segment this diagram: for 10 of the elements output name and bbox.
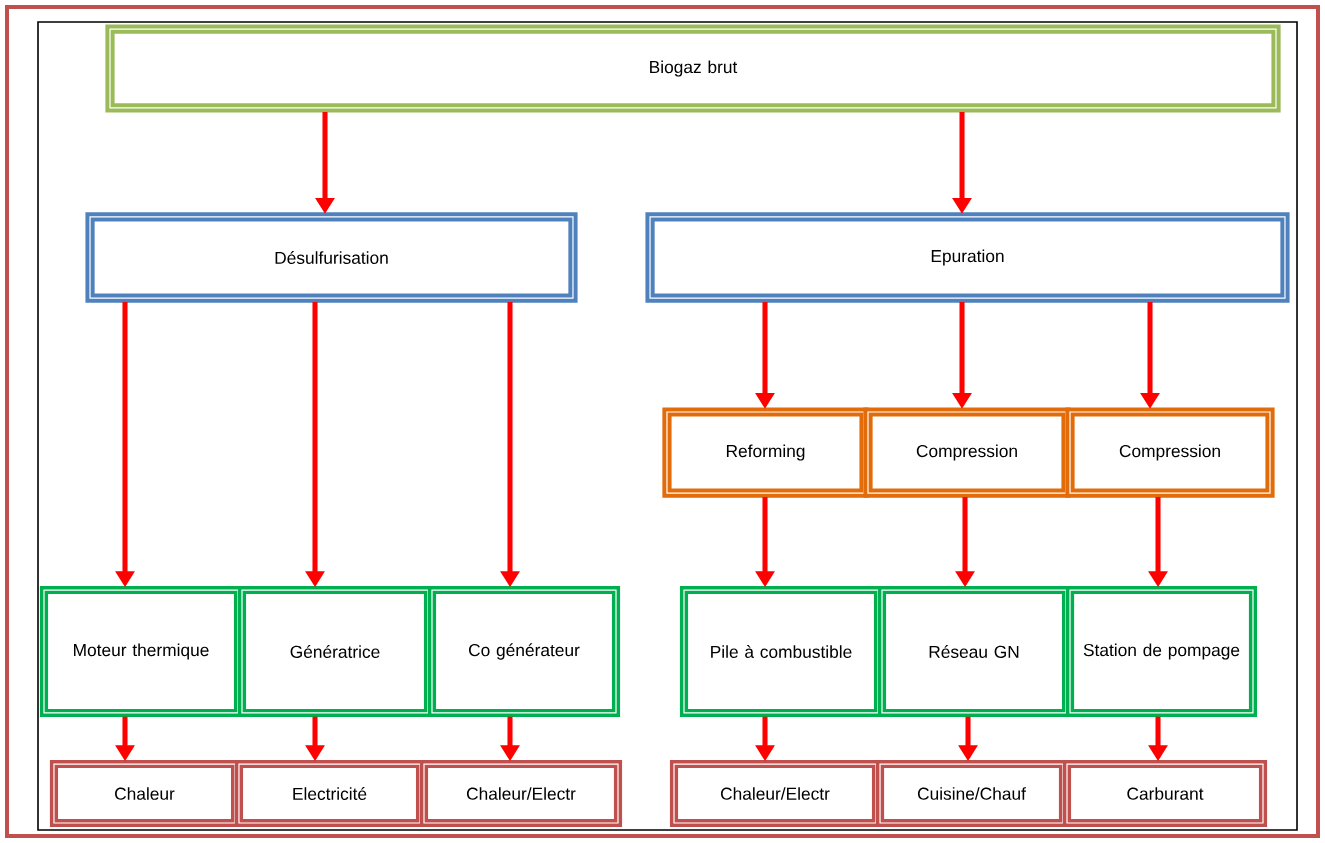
process-box: Biogaz brut — [105, 24, 1281, 113]
process-box: Carburant — [1062, 759, 1268, 828]
process-box: Epuration — [645, 212, 1290, 303]
process-box: Compression — [1065, 407, 1275, 498]
process-box: Désulfurisation — [85, 212, 578, 303]
process-box: Station de pompage — [1065, 585, 1258, 718]
process-box: Reforming — [662, 407, 869, 498]
process-box: Co générateur — [427, 585, 621, 718]
process-box: Chaleur/Electr — [419, 759, 623, 828]
process-box: Compression — [863, 407, 1071, 498]
